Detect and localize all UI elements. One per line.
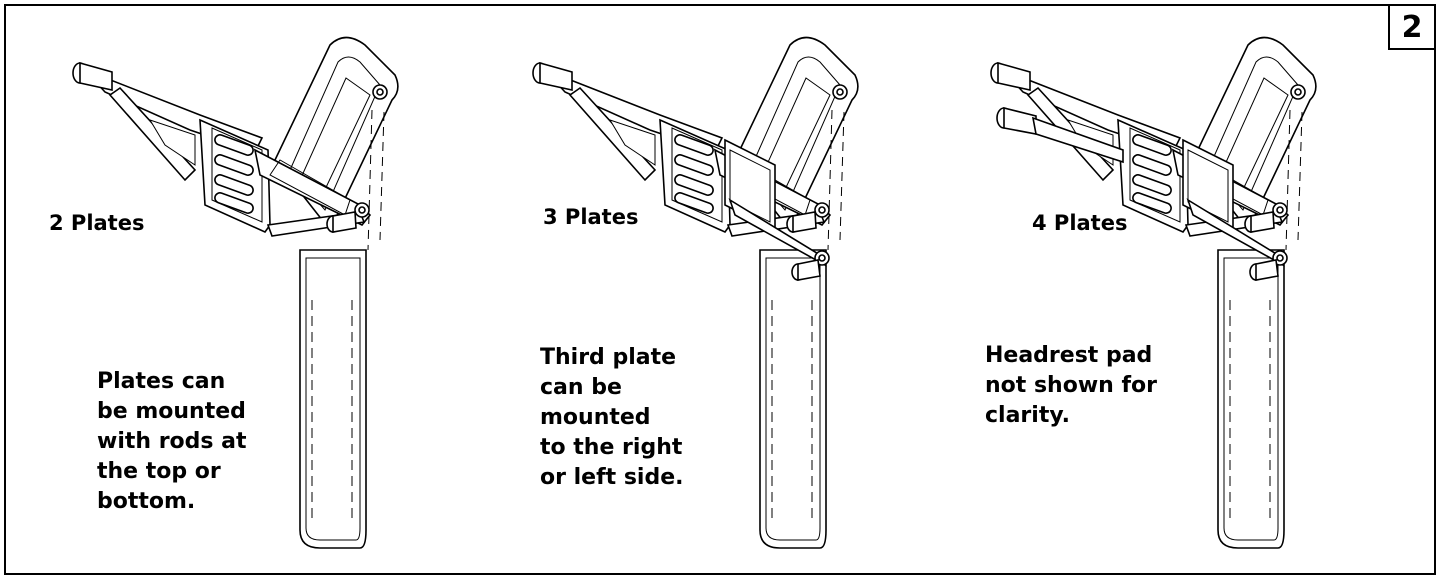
diagram-frame: 2 [4,4,1436,575]
step-number-badge: 2 [1388,6,1434,50]
headrest-4-plates-drawing [990,36,1317,549]
headrest-3-plates-drawing [532,36,859,549]
clarity-note-4-plates: Headrest pad not shown for clarity. [985,343,1158,428]
mounting-note-2-plates: Plates can be mounted with rods at the t… [97,369,247,514]
plate-count-label-4: 4 Plates [1032,211,1128,235]
plate-count-label-3: 3 Plates [543,205,639,229]
plate-count-label-2: 2 Plates [49,211,145,235]
mounting-note-3-plates: Third plate can be mounted to the right … [540,345,684,490]
